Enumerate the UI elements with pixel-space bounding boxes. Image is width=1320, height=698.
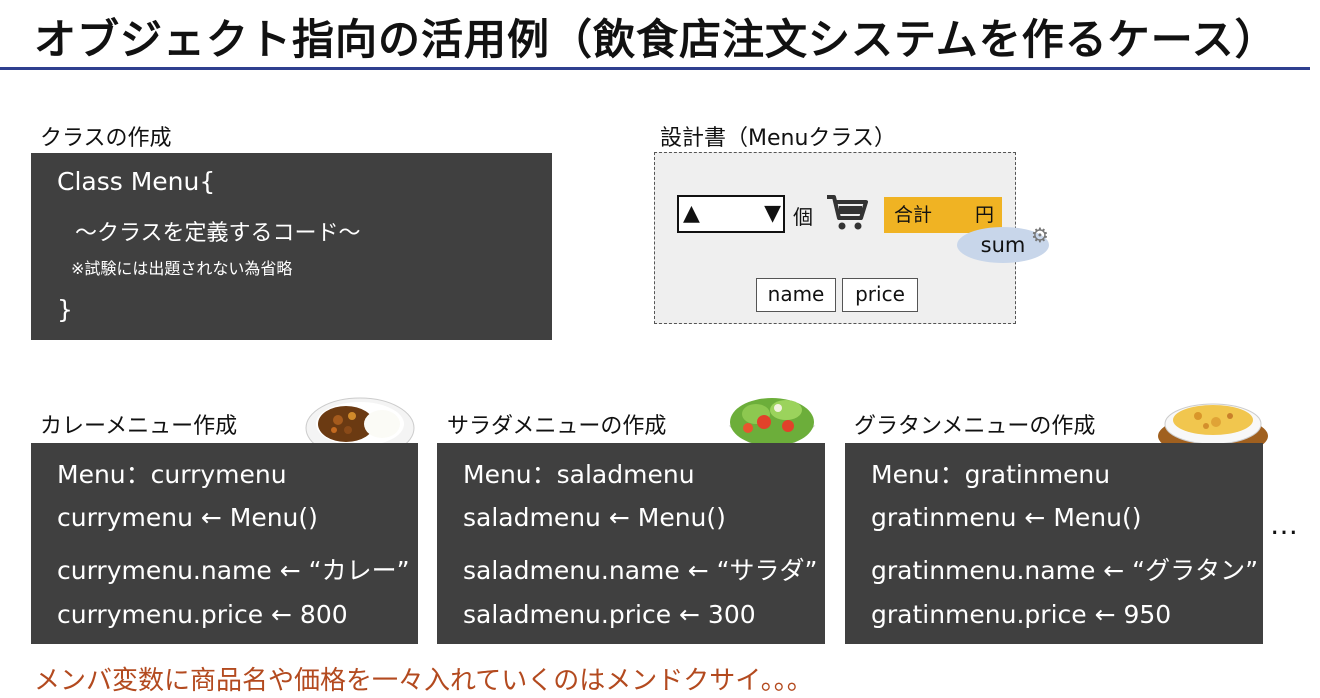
title-underline bbox=[0, 67, 1310, 70]
footnote: メンバ変数に商品名や価格を一々入れていくのはメンドクサイ。。。 bbox=[34, 666, 813, 696]
gratin-code-box: Menu：gratinmenu gratinmenu ← Menu() grat… bbox=[845, 443, 1263, 644]
page-title: オブジェクト指向の活用例（飲食店注文システムを作るケース） bbox=[34, 15, 1278, 64]
curry-line-3: currymenu.name ← “カレー” bbox=[57, 556, 410, 585]
class-section-label: クラスの作成 bbox=[40, 126, 172, 151]
salad-line-2: saladmenu ← Menu() bbox=[463, 503, 726, 532]
class-code-line-4: } bbox=[57, 295, 73, 324]
total-label: 合計 bbox=[894, 204, 933, 226]
cart-icon[interactable] bbox=[823, 187, 871, 239]
sum-method: sum bbox=[957, 227, 1049, 263]
gratin-section-label: グラタンメニューの作成 bbox=[854, 414, 1096, 439]
name-field: name bbox=[756, 278, 836, 312]
salad-line-1: Menu：saladmenu bbox=[463, 460, 695, 489]
quantity-unit: 個 bbox=[793, 205, 813, 229]
total-unit: 円 bbox=[974, 204, 994, 226]
salad-code-box: Menu：saladmenu saladmenu ← Menu() saladm… bbox=[437, 443, 825, 644]
gratin-line-4: gratinmenu.price ← 950 bbox=[871, 600, 1172, 629]
price-field: price bbox=[842, 278, 918, 312]
curry-line-1: Menu：currymenu bbox=[57, 460, 287, 489]
design-section-label: 設計書（Menuクラス） bbox=[660, 126, 896, 151]
design-mockup: ▲ ▼ 個 合計 円 sum ⚙ name price bbox=[654, 152, 1049, 324]
total-display: 合計 円 bbox=[884, 197, 1002, 233]
salad-line-4: saladmenu.price ← 300 bbox=[463, 600, 756, 629]
curry-section-label: カレーメニュー作成 bbox=[40, 414, 238, 439]
curry-line-4: currymenu.price ← 800 bbox=[57, 600, 348, 629]
salad-line-3: saladmenu.name ← “サラダ” bbox=[463, 556, 818, 585]
gear-icon: ⚙ bbox=[1031, 223, 1049, 247]
more-ellipsis: … bbox=[1270, 508, 1300, 541]
class-code-line-2: ～クラスを定義するコード～ bbox=[75, 221, 361, 246]
gratin-line-2: gratinmenu ← Menu() bbox=[871, 503, 1142, 532]
quantity-select[interactable]: ▲ ▼ bbox=[677, 195, 785, 233]
class-code-box: Class Menu{ ～クラスを定義するコード～ ※試験には出題されない為省略… bbox=[31, 153, 552, 340]
chevron-down-icon: ▼ bbox=[764, 201, 781, 226]
class-code-line-1: Class Menu{ bbox=[57, 167, 216, 196]
class-code-line-3: ※試験には出題されない為省略 bbox=[71, 259, 293, 278]
curry-code-box: Menu：currymenu currymenu ← Menu() currym… bbox=[31, 443, 418, 644]
gratin-line-3: gratinmenu.name ← “グラタン” bbox=[871, 556, 1259, 585]
select-up-arrow: ▲ bbox=[683, 201, 700, 226]
curry-line-2: currymenu ← Menu() bbox=[57, 503, 318, 532]
salad-section-label: サラダメニューの作成 bbox=[447, 414, 667, 439]
gratin-line-1: Menu：gratinmenu bbox=[871, 460, 1111, 489]
